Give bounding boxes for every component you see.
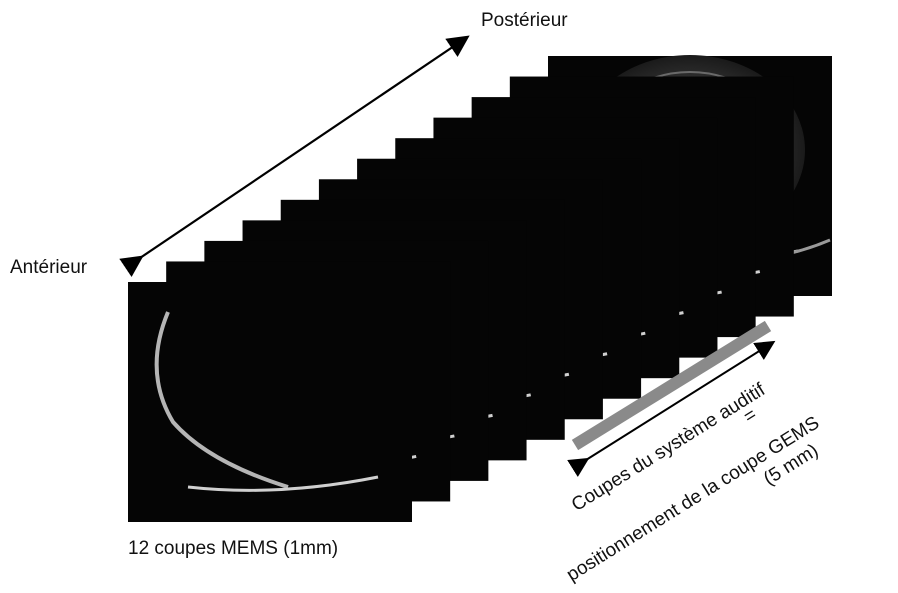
posterior-label: Postérieur <box>481 10 568 32</box>
anterior-label: Antérieur <box>10 257 87 279</box>
slice-frame <box>128 282 412 522</box>
mri-slice <box>128 282 412 522</box>
mri-slices <box>128 55 832 522</box>
slices-count-label: 12 coupes MEMS (1mm) <box>128 538 338 560</box>
